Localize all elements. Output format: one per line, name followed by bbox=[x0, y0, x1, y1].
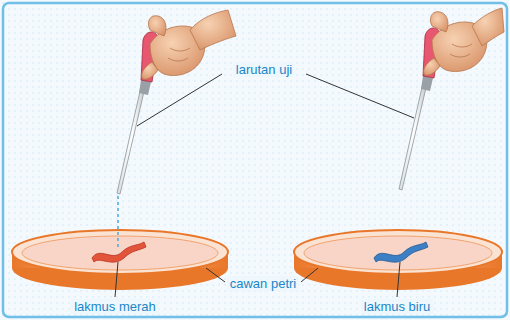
hand-right bbox=[424, 8, 504, 75]
drop-path bbox=[117, 196, 119, 248]
leader-line bbox=[137, 74, 222, 126]
leader-line bbox=[306, 74, 414, 118]
hand-left bbox=[142, 10, 236, 79]
leader-line bbox=[301, 268, 318, 282]
part-label: lakmus merah bbox=[71, 299, 159, 314]
blue-litmus-strip bbox=[374, 242, 428, 262]
part-label: cawan petri bbox=[227, 276, 299, 291]
part-label: larutan uji bbox=[233, 62, 295, 77]
petri-dish-left bbox=[12, 230, 228, 290]
leader-line bbox=[115, 262, 118, 297]
frame bbox=[3, 3, 507, 317]
red-litmus-strip bbox=[92, 242, 146, 262]
leader-line bbox=[206, 268, 225, 282]
part-label: lakmus biru bbox=[361, 299, 433, 314]
leader-line bbox=[397, 262, 400, 297]
